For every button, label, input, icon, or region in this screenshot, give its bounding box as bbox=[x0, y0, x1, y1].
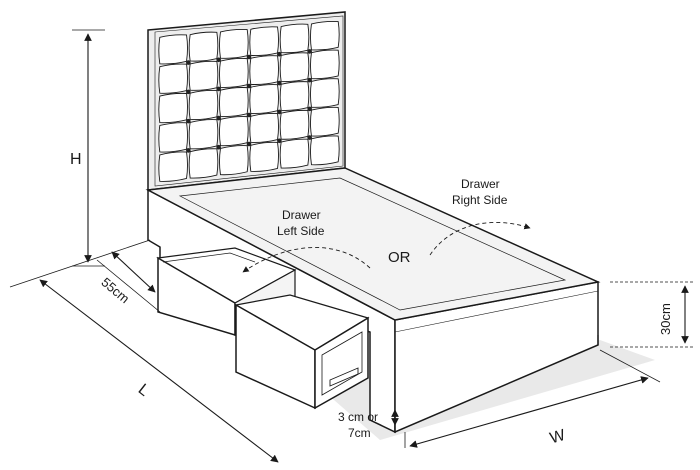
headboard-button bbox=[246, 83, 252, 89]
headboard-cushion bbox=[279, 109, 310, 140]
length-label: L bbox=[135, 381, 153, 400]
headboard-cushion bbox=[158, 34, 188, 65]
headboard-cushion bbox=[219, 116, 249, 147]
length-dimension bbox=[9, 239, 279, 463]
headboard-cushion bbox=[219, 58, 249, 88]
base-height-label: 30cm bbox=[658, 303, 673, 335]
legs-label-line1: 3 cm or bbox=[338, 410, 378, 424]
headboard-cushion bbox=[219, 28, 249, 59]
headboard-button bbox=[307, 135, 312, 140]
headboard-cushion bbox=[279, 23, 310, 54]
width-label: W bbox=[548, 427, 568, 448]
headboard-button bbox=[216, 57, 221, 63]
headboard-cushion bbox=[158, 92, 188, 124]
headboard-button bbox=[246, 141, 252, 147]
headboard-cushion bbox=[158, 151, 188, 182]
headboard-button bbox=[307, 106, 312, 112]
legs-label-line2: 7cm bbox=[348, 426, 371, 440]
headboard-cushion bbox=[249, 84, 279, 114]
headboard-button bbox=[246, 112, 252, 118]
drawer-depth-label: 55cm bbox=[98, 274, 132, 306]
headboard-cushion bbox=[219, 87, 249, 117]
headboard-cushion bbox=[279, 138, 310, 169]
headboard-cushion bbox=[188, 119, 219, 150]
headboard-cushion bbox=[158, 63, 188, 94]
drawer-left-label-line1: Drawer bbox=[282, 208, 321, 222]
headboard-button bbox=[216, 115, 221, 121]
headboard-cushion bbox=[188, 148, 219, 179]
headboard-cushion bbox=[249, 55, 279, 85]
headboard-button bbox=[277, 51, 282, 57]
headboard-cushion bbox=[279, 52, 310, 83]
headboard-cushion bbox=[158, 122, 188, 153]
drawer-right-arrow-icon bbox=[429, 221, 531, 256]
headboard-cushion bbox=[249, 141, 279, 172]
headboard-button bbox=[307, 49, 312, 54]
headboard-cushion bbox=[310, 106, 340, 137]
headboard-cushion bbox=[310, 78, 340, 108]
height-dimension bbox=[72, 29, 105, 267]
headboard-button bbox=[277, 138, 282, 144]
headboard-button bbox=[216, 144, 221, 150]
drawer-right-label-line2: Right Side bbox=[452, 193, 508, 207]
headboard-cushion bbox=[310, 135, 340, 166]
drawer-left-label-line2: Left Side bbox=[277, 224, 325, 238]
or-label: OR bbox=[388, 249, 411, 266]
headboard-cushion bbox=[279, 81, 310, 111]
headboard-button bbox=[277, 80, 282, 86]
headboard-button bbox=[246, 54, 252, 60]
base-height-dimension bbox=[610, 281, 695, 348]
headboard-cushion bbox=[188, 90, 219, 121]
headboard-button bbox=[307, 77, 312, 83]
headboard-cushion bbox=[249, 113, 279, 143]
drawer-right-label-line1: Drawer bbox=[461, 177, 500, 191]
headboard-cushion bbox=[310, 20, 340, 51]
headboard-cushion bbox=[188, 31, 219, 62]
height-label: H bbox=[70, 151, 82, 168]
headboard-button bbox=[186, 118, 191, 124]
width-dimension bbox=[404, 349, 661, 448]
drawer-handle-icon bbox=[329, 367, 359, 387]
headboard-button bbox=[277, 109, 282, 115]
headboard-tufting bbox=[158, 20, 340, 182]
mattress-top bbox=[145, 167, 601, 321]
headboard bbox=[147, 11, 346, 191]
headboard-cushion bbox=[310, 49, 340, 80]
headboard-button bbox=[216, 86, 221, 92]
headboard-button bbox=[186, 60, 191, 65]
headboard-cushion bbox=[188, 60, 219, 91]
headboard-cushion bbox=[249, 26, 279, 56]
headboard-button bbox=[186, 89, 191, 95]
drawer-left-arrow-icon bbox=[242, 247, 371, 273]
headboard-button bbox=[186, 148, 191, 153]
headboard-cushion bbox=[219, 145, 249, 176]
